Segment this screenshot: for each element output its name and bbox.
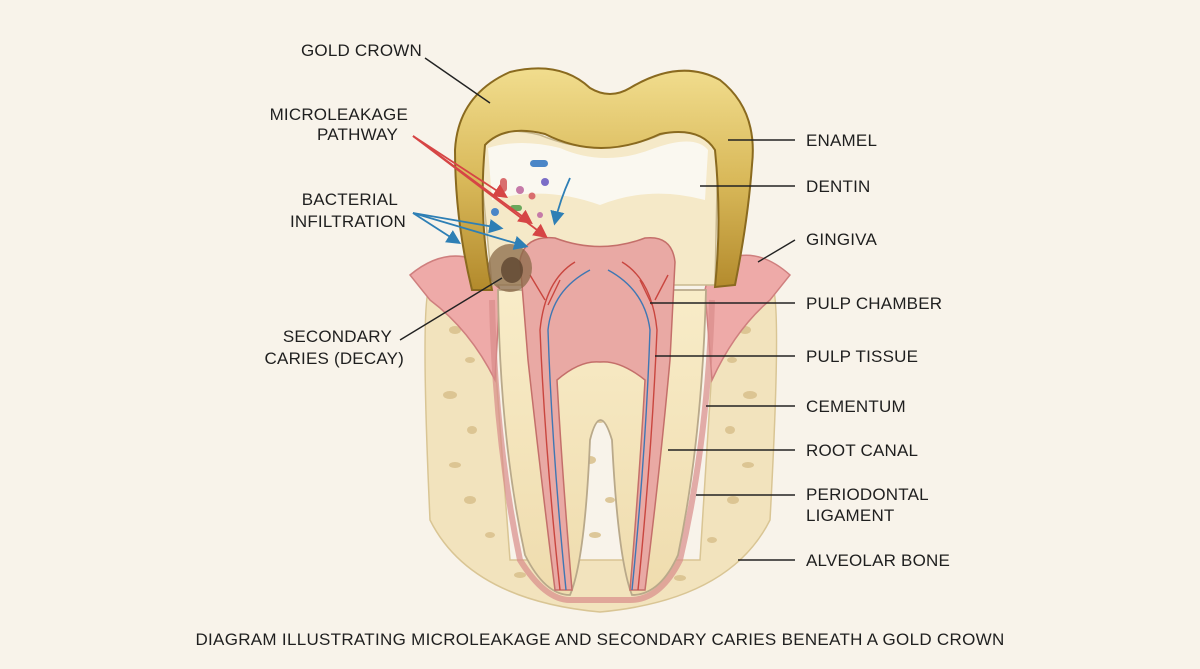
leader-gingiva (757, 239, 796, 263)
leader-secondary-caries (399, 277, 503, 341)
bone-trabeculae (443, 326, 757, 581)
label-gold-crown: GOLD CROWN (301, 41, 422, 60)
label-enamel: ENAMEL (806, 131, 877, 150)
pulp-chamber (519, 236, 676, 591)
label-gingiva: GINGIVA (806, 230, 877, 249)
label-dentin: DENTIN (806, 177, 870, 196)
label-pulp-chamber: PULP CHAMBER (806, 294, 942, 313)
secondary-caries-core (501, 257, 523, 283)
label-periodontal-line2: LIGAMENT (806, 506, 895, 525)
enamel-layer (488, 141, 708, 205)
diagram-caption: DIAGRAM ILLUSTRATING MICROLEAKAGE AND SE… (195, 630, 1004, 649)
label-root-canal: ROOT CANAL (806, 441, 918, 460)
label-microleakage-line1: MICROLEAKAGE (270, 105, 408, 124)
pulp-vessels (529, 261, 669, 591)
label-secondary-line2: CARIES (DECAY) (265, 349, 404, 368)
periodontal-ligament (489, 299, 715, 603)
microleakage-arrows (412, 135, 548, 239)
bacterial-arrows (412, 177, 571, 250)
label-pulp-tissue: PULP TISSUE (806, 347, 918, 366)
leader-gold-crown (424, 57, 491, 104)
label-periodontal-line1: PERIODONTAL (806, 485, 929, 504)
label-cementum: CEMENTUM (806, 397, 906, 416)
label-secondary-line1: SECONDARY (283, 327, 392, 346)
label-bacterial-line2: INFILTRATION (290, 212, 406, 231)
gold-crown (453, 67, 754, 291)
label-microleakage-line2: PATHWAY (317, 125, 398, 144)
label-bacterial-line1: BACTERIAL (302, 190, 398, 209)
label-alveolar-bone: ALVEOLAR BONE (806, 551, 950, 570)
